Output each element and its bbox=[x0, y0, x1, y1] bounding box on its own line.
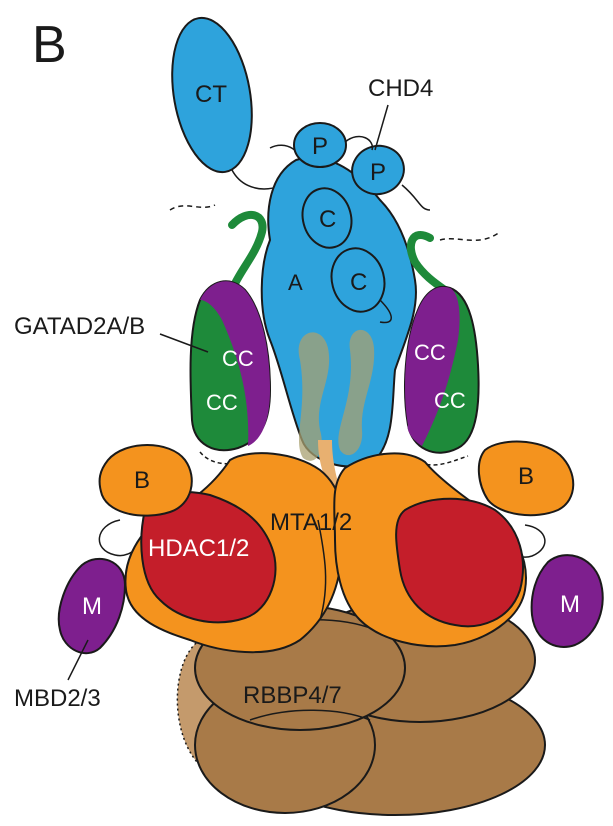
c2-label: C bbox=[350, 269, 367, 296]
hdac-label: HDAC1/2 bbox=[148, 535, 249, 562]
cc-left-bottom-label: CC bbox=[206, 390, 238, 415]
gatad2-right-dashed-tail bbox=[440, 232, 500, 240]
b-left-label: B bbox=[134, 467, 150, 494]
c1-label: C bbox=[319, 206, 336, 233]
gatad2-left-dashed-tail bbox=[170, 205, 215, 210]
p1-label: P bbox=[312, 133, 328, 160]
a-label: A bbox=[288, 270, 303, 295]
mta-label: MTA1/2 bbox=[270, 509, 352, 536]
b-right-label: B bbox=[518, 463, 534, 490]
panel-letter: B bbox=[32, 16, 67, 74]
m-right-label: M bbox=[560, 591, 580, 618]
m-left-label: M bbox=[82, 593, 102, 620]
cc-right-top-label: CC bbox=[414, 340, 446, 365]
rbbp-label: RBBP4/7 bbox=[243, 682, 342, 709]
mbd-label: MBD2/3 bbox=[14, 685, 101, 712]
ct-label: CT bbox=[195, 81, 227, 108]
gatad2-group: CC CC CC CC GATAD2A/B bbox=[14, 205, 500, 465]
cc-left-top-label: CC bbox=[222, 346, 254, 371]
gatad2-label: GATAD2A/B bbox=[14, 313, 145, 340]
cc-right-bottom-label: CC bbox=[434, 388, 466, 413]
chd4-tail-right bbox=[402, 185, 430, 210]
chd4-label: CHD4 bbox=[368, 75, 433, 102]
p2-label: P bbox=[370, 159, 386, 186]
chd4-leader-line bbox=[375, 105, 388, 150]
gatad2-left-hook bbox=[232, 215, 263, 290]
